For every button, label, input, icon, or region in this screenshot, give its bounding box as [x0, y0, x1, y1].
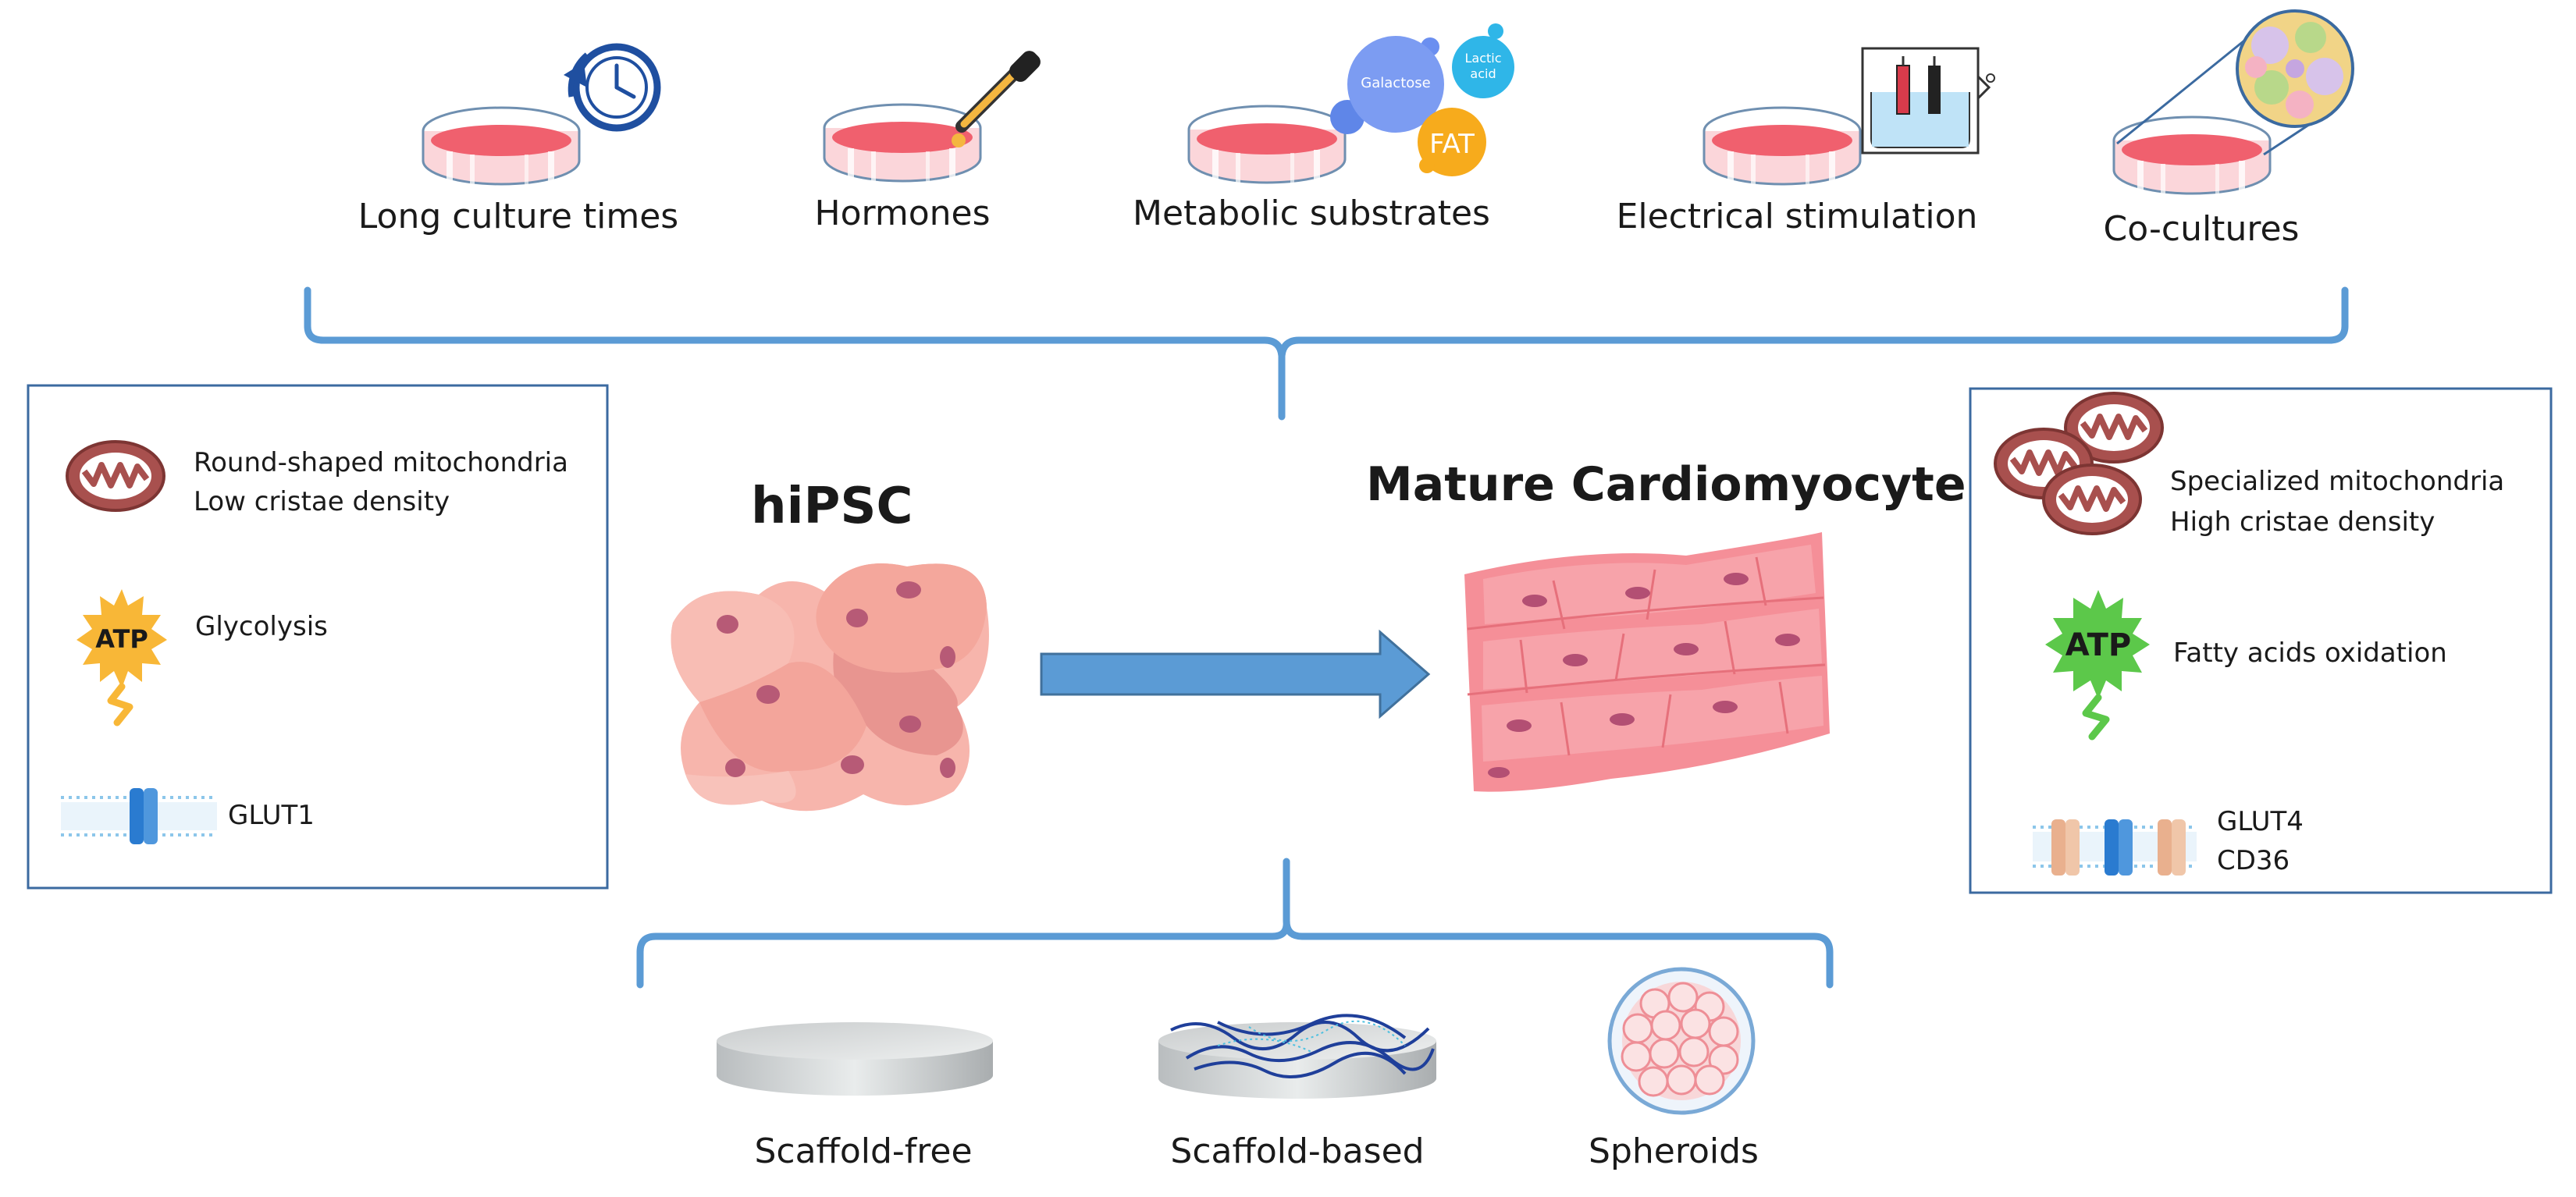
- right-transporter-line1: GLUT4: [2217, 806, 2304, 837]
- right-mito-line2: High cristae density: [2170, 506, 2435, 538]
- top-item-metabolic-substrates: Galactose Lactic acid FAT: [1187, 23, 1514, 186]
- round-mitochondria-icon: [67, 442, 164, 510]
- top-item-co-cultures: [2112, 9, 2354, 197]
- left-atp-label: ATP: [95, 624, 148, 654]
- top-label-long-culture: Long culture times: [358, 197, 679, 236]
- glut1-membrane-icon: [61, 788, 217, 844]
- lactic-label: Lactic: [1464, 51, 1501, 66]
- top-item-long-culture: [422, 43, 661, 187]
- top-label-electrical-stimulation: Electrical stimulation: [1616, 197, 1978, 236]
- petri-dish-icon: [422, 106, 581, 187]
- top-bracket: [304, 286, 2349, 421]
- top-item-hormones: [823, 51, 1041, 184]
- glut4-cd36-membrane-icon: [2033, 819, 2197, 876]
- left-mito-line1: Round-shaped mitochondria: [194, 447, 568, 478]
- electrode-icon: [1861, 47, 1995, 155]
- left-transporter-label: GLUT1: [228, 800, 315, 831]
- top-label-co-cultures: Co-cultures: [2103, 209, 2300, 249]
- left-energy-label: Glycolysis: [195, 611, 328, 642]
- right-energy-label: Fatty acids oxidation: [2173, 638, 2447, 669]
- fat-label: FAT: [1429, 129, 1475, 160]
- flat-disc-icon: [717, 1022, 993, 1096]
- dropper-icon: [952, 51, 1041, 147]
- petri-dish-icon: [1187, 105, 1347, 186]
- atp-burst-icon-left: [76, 589, 167, 726]
- hipsc-cells-icon: [671, 563, 989, 812]
- bottom-label-scaffold-free: Scaffold-free: [754, 1131, 973, 1171]
- substrates-icon: Galactose Lactic acid FAT: [1330, 23, 1514, 176]
- clock-icon: [564, 43, 661, 132]
- galactose-label: Galactose: [1361, 75, 1430, 91]
- left-mito-line2: Low cristae density: [194, 486, 450, 517]
- right-atp-label: ATP: [2065, 627, 2132, 663]
- top-label-hormones: Hormones: [814, 194, 991, 233]
- bottom-label-scaffold-based: Scaffold-based: [1170, 1131, 1425, 1171]
- acid-label: acid: [1470, 66, 1496, 81]
- right-mito-line1: Specialized mitochondria: [2170, 466, 2505, 497]
- bottom-label-spheroids: Spheroids: [1589, 1131, 1759, 1171]
- mature-cardiomyocyte-title: Mature Cardiomyocyte: [1366, 457, 1966, 512]
- petri-dish-icon: [2112, 115, 2272, 197]
- spheroid-icon: [1607, 967, 1756, 1115]
- atp-burst-icon-right: [2045, 590, 2150, 741]
- petri-dish-icon: [1703, 106, 1862, 187]
- hipsc-title: hiPSC: [751, 478, 913, 535]
- cell-mix-icon: [2116, 9, 2354, 156]
- maturation-arrow: [1040, 629, 1431, 719]
- bottom-bracket: [636, 858, 1834, 989]
- top-label-metabolic-substrates: Metabolic substrates: [1133, 194, 1490, 233]
- cardiomyocyte-tissue-icon: [1464, 532, 1830, 792]
- top-item-electrical-stimulation: [1703, 47, 1995, 187]
- fiber-disc-icon: [1158, 1014, 1436, 1099]
- right-transporter-line2: CD36: [2217, 845, 2290, 876]
